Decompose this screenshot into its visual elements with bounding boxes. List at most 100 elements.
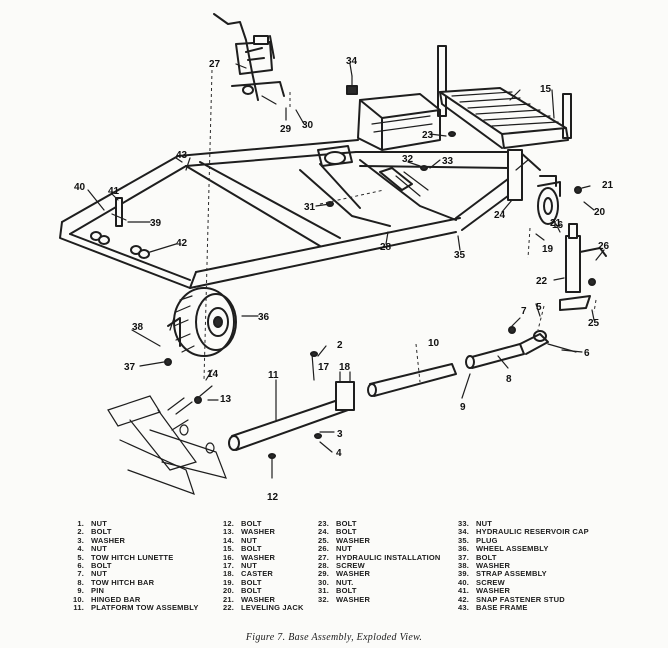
callout: 39: [150, 218, 162, 229]
callout: 12: [267, 492, 279, 503]
legend-item: 8.TOW HITCH BAR: [77, 577, 155, 587]
legend-item: 36.WHEEL ASSEMBLY: [457, 544, 549, 554]
callout: 34: [346, 56, 358, 67]
legend-column-1: 1.NUT 2.BOLT 3.WASHER 4.NUT 5.TOW HITCH …: [70, 519, 199, 612]
leader-lines: [87, 63, 605, 453]
platform-assembly: [346, 45, 572, 151]
callout: 11: [268, 370, 279, 381]
legend-item: 3.WASHER: [77, 535, 126, 545]
callout: 41: [108, 186, 120, 197]
callout: 30: [302, 120, 314, 131]
callout: 32: [402, 154, 414, 165]
legend-item: 24.BOLT: [317, 527, 357, 537]
legend-item: 11.PLATFORM TOW ASSEMBLY: [73, 602, 199, 612]
legend-item: 38.WASHER: [457, 560, 511, 570]
callout: 18: [339, 362, 351, 373]
caster-and-jack: [507, 149, 607, 311]
callout: 19: [542, 244, 554, 255]
legend-item: 42.SNAP FASTENER STUD: [457, 594, 565, 604]
callout: 13: [220, 394, 232, 405]
legend-item: 37.BOLT: [457, 552, 497, 562]
callout: 6: [584, 348, 590, 359]
legend-item: 26.NUT: [317, 544, 353, 554]
legend-item: 13.WASHER: [222, 527, 276, 537]
parts-legend: 1.NUT 2.BOLT 3.WASHER 4.NUT 5.TOW HITCH …: [70, 519, 630, 620]
callout: 36: [258, 312, 270, 323]
legend-item: 2.BOLT: [77, 527, 112, 537]
legend-item: 43.BASE FRAME: [457, 602, 528, 612]
callout: 23: [422, 130, 434, 141]
legend-column-2: 12.BOLT 13.WASHER 14.NUT 15.BOLT 16.WASH…: [220, 519, 304, 612]
legend-item: 27.HYDRAULIC INSTALLATION: [317, 552, 441, 562]
tow-assembly: [107, 330, 549, 495]
legend-item: 4.NUT: [77, 544, 108, 554]
legend-item: 25.WASHER: [317, 535, 371, 545]
legend-item: 22.LEVELING JACK: [222, 602, 304, 612]
base-frame: [59, 139, 541, 289]
callout: 21: [602, 180, 614, 191]
hydraulic-installation: [213, 13, 285, 105]
legend-item: 1.NUT: [77, 519, 108, 528]
callout: 15: [540, 84, 552, 95]
callout: 10: [428, 338, 440, 349]
callout: 7: [521, 306, 527, 317]
callout: 22: [536, 276, 548, 287]
legend-item: 31.BOLT: [317, 586, 357, 596]
legend-item: 5.TOW HITCH LUNETTE: [77, 552, 174, 562]
legend-item: 21.WASHER: [222, 594, 276, 604]
legend-item: 18.CASTER: [222, 569, 274, 579]
legend-item: 30.NUT.: [317, 577, 354, 587]
callout: 28: [380, 242, 392, 253]
callout: 29: [280, 124, 292, 135]
legend-item: 16.WASHER: [222, 552, 276, 562]
callout: 26: [598, 241, 610, 252]
callout: 17: [318, 362, 330, 373]
legend-item: 29.WASHER: [317, 569, 371, 579]
callout: 35: [454, 250, 466, 261]
callout: 9: [460, 402, 466, 413]
legend-item: 41.WASHER: [457, 586, 511, 596]
legend-item: 39.STRAP ASSEMBLY: [457, 569, 547, 579]
legend-column-4: 33.NUT 34.HYDRAULIC RESERVOIR CAP 35.PLU…: [455, 519, 589, 612]
legend-item: 14.NUT: [222, 535, 258, 545]
callout: 5: [536, 302, 542, 313]
legend-item: 10.HINGED BAR: [72, 594, 141, 604]
legend-item: 20.BOLT: [222, 586, 262, 596]
legend-item: 17.NUT: [222, 560, 258, 570]
callout: 33: [442, 156, 454, 167]
legend-column-3: 23.BOLT 24.BOLT 25.WASHER 26.NUT 27.HYDR…: [315, 519, 441, 604]
figure-caption: Figure 7. Base Assembly, Exploded View.: [245, 632, 423, 643]
callout: 21: [550, 218, 562, 229]
legend-item: 35.PLUG: [457, 535, 498, 545]
callout: 43: [176, 150, 188, 161]
legend-item: 6.BOLT: [77, 560, 112, 570]
callout: 27: [209, 59, 221, 70]
callout: 3: [337, 429, 343, 440]
callout: 37: [124, 362, 136, 373]
legend-item: 15.BOLT: [222, 544, 262, 554]
wheel-assembly: [167, 287, 237, 357]
callout: 8: [506, 374, 512, 385]
legend-item: 32.WASHER: [317, 594, 371, 604]
legend-item: 40.SCREW: [457, 577, 505, 587]
legend-item: 12.BOLT: [222, 519, 262, 528]
callout: 24: [494, 210, 506, 221]
legend-item: 19.BOLT: [222, 577, 262, 587]
legend-item: 9.PIN: [77, 586, 105, 596]
callout: 40: [74, 182, 86, 193]
callout-numbers: 2 3 4 5 6 7 8 9 10 11 12 13 14 15 16 17 …: [74, 56, 614, 503]
legend-item: 33.NUT: [457, 519, 493, 528]
legend-item: 28.SCREW: [317, 560, 365, 570]
callout: 20: [594, 207, 606, 218]
callout: 31: [304, 202, 316, 213]
callout: 2: [337, 340, 343, 351]
callout: 16: [552, 220, 564, 231]
callout: 25: [588, 318, 600, 329]
callout: 42: [176, 238, 188, 249]
callout: 38: [132, 322, 144, 333]
legend-item: 34.HYDRAULIC RESERVOIR CAP: [457, 527, 589, 537]
legend-item: 23.BOLT: [317, 519, 357, 528]
callout: 4: [336, 448, 342, 459]
callout: 14: [207, 369, 219, 380]
